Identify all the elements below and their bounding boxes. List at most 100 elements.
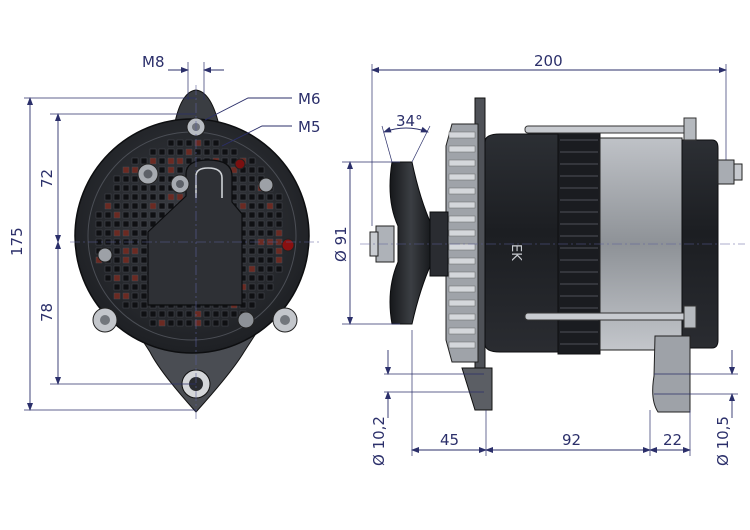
vent-slot [248, 202, 256, 210]
angle-arc [383, 126, 429, 133]
b-plus-terminal [137, 163, 159, 185]
vent-slot [257, 265, 265, 273]
vent-slot [140, 292, 148, 300]
vent-slot [122, 193, 130, 201]
vent-slot [248, 157, 256, 165]
vent-slot [266, 202, 274, 210]
vent-slot [140, 157, 148, 165]
front-view [70, 85, 320, 420]
fan-blade [448, 159, 476, 167]
vent-slot [248, 265, 256, 273]
vent-slot [248, 247, 256, 255]
vent-slot [212, 148, 220, 156]
vent-slot [140, 184, 148, 192]
vent-slot [248, 211, 256, 219]
vent-slot [131, 265, 139, 273]
vent-slot [122, 202, 130, 210]
fan-blade [448, 229, 476, 237]
d-plus-terminal [170, 174, 190, 194]
vent-slot [131, 175, 139, 183]
through-bolt-bottom [524, 312, 694, 321]
vent-slot [248, 292, 256, 300]
vent-slot [176, 319, 184, 327]
vent-slot [158, 148, 166, 156]
vent-slot [275, 256, 283, 264]
d102-label: Ø 10,2 [370, 416, 388, 466]
dim45-label: 45 [440, 431, 459, 449]
vent-slot [149, 157, 157, 165]
vent-slot [185, 148, 193, 156]
vent-slot [176, 193, 184, 201]
vent-slot [140, 256, 148, 264]
vent-slot [248, 175, 256, 183]
vent-slot [248, 301, 256, 309]
vent-slot [257, 247, 265, 255]
vent-slot [104, 220, 112, 228]
vent-slot [185, 157, 193, 165]
vent-slot [149, 148, 157, 156]
vent-slot [149, 211, 157, 219]
vent-slot [158, 310, 166, 318]
vent-slot [113, 211, 121, 219]
vent-slot [239, 202, 247, 210]
vent-slot [275, 265, 283, 273]
d105-label: Ø 10,5 [714, 416, 732, 466]
vent-slot [266, 193, 274, 201]
vent-slot [122, 283, 130, 291]
vent-slot [230, 148, 238, 156]
angle-label: 34° [396, 112, 423, 130]
vent-slot [221, 319, 229, 327]
slip-ring-end-housing [681, 139, 719, 349]
vent-slot [158, 184, 166, 192]
vent-slot [257, 256, 265, 264]
vent-slot [113, 184, 121, 192]
vent-slot [257, 166, 265, 174]
vent-slot [167, 166, 175, 174]
vent-slot [149, 319, 157, 327]
vent-slot [122, 265, 130, 273]
vent-slot [149, 310, 157, 318]
fan-blade [448, 215, 476, 223]
rear-terminal [717, 159, 735, 185]
regulator-plate [147, 159, 243, 306]
vent-slot [212, 139, 220, 147]
vent-slot [176, 166, 184, 174]
mount-screw-left [92, 307, 118, 333]
vent-slot [113, 265, 121, 273]
vent-slot [131, 274, 139, 282]
vent-slot [122, 292, 130, 300]
vent-slot [158, 202, 166, 210]
vent-slot [122, 175, 130, 183]
vent-slot [113, 220, 121, 228]
m5-leader [221, 125, 292, 147]
vent-slot [266, 274, 274, 282]
l200-label: 200 [534, 52, 563, 70]
vent-slot [131, 247, 139, 255]
top-bolt-nut [683, 117, 697, 141]
vent-slot [122, 211, 130, 219]
vent-slot [203, 139, 211, 147]
vent-slot [239, 193, 247, 201]
through-bolt-top [524, 125, 694, 134]
mount-screw-right [272, 307, 298, 333]
vent-slot [266, 256, 274, 264]
v-belt-pulley [389, 161, 433, 325]
vent-slot [257, 220, 265, 228]
vent-slot [140, 202, 148, 210]
vent-slot [131, 211, 139, 219]
vent-slot [131, 229, 139, 237]
vent-slot [131, 283, 139, 291]
vent-slot [140, 229, 148, 237]
vent-slot [167, 319, 175, 327]
vent-slot [275, 229, 283, 237]
vent-slot [122, 229, 130, 237]
vent-slot [140, 283, 148, 291]
rear-terminal-nut [733, 163, 743, 181]
vent-slot [122, 274, 130, 282]
vent-slot [248, 220, 256, 228]
vent-slot [122, 301, 130, 309]
vent-slot [140, 310, 148, 318]
d91-label: Ø 91 [332, 226, 350, 262]
vent-slot [104, 274, 112, 282]
vent-slot [221, 148, 229, 156]
